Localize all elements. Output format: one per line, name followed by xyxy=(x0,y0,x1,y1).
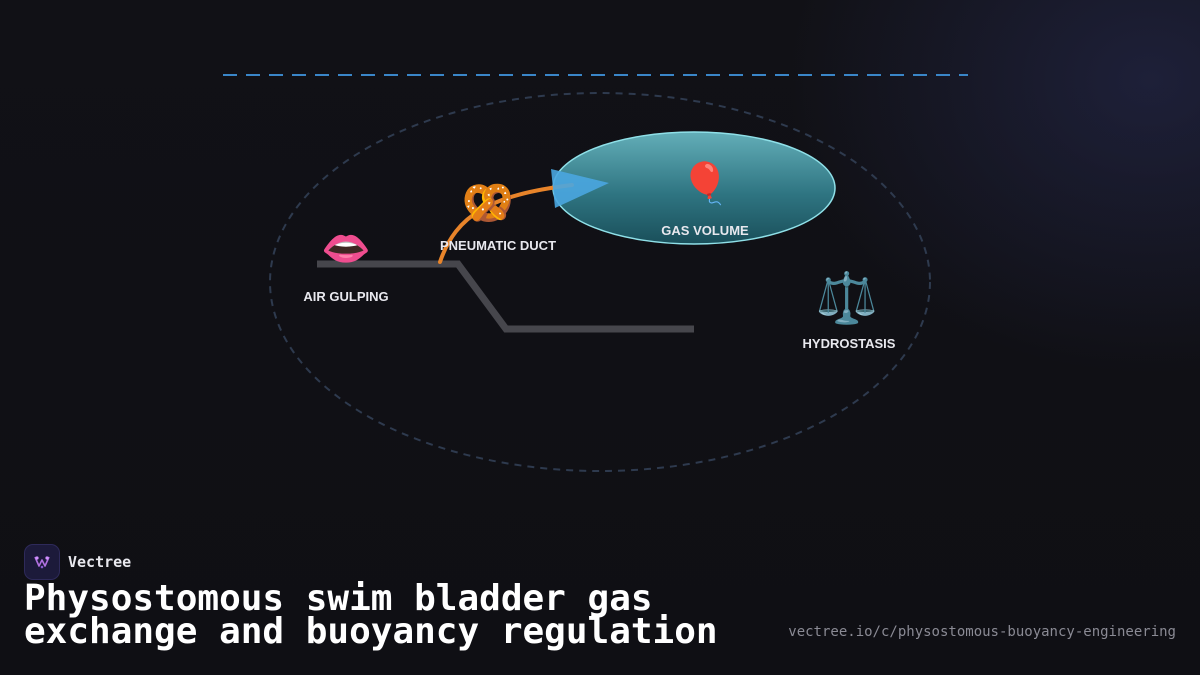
air-gulping-label: AIR GULPING xyxy=(303,289,388,304)
source-url[interactable]: vectree.io/c/physostomous-buoyancy-engin… xyxy=(788,624,1176,640)
hydrostasis-label: HYDROSTASIS xyxy=(803,336,896,351)
fish-body-outline xyxy=(269,92,931,472)
intake-path-line xyxy=(317,260,694,333)
flow-arrowhead xyxy=(551,169,609,208)
mouth-icon: 👄 xyxy=(321,226,371,272)
brand-name: Vectree xyxy=(68,553,132,571)
brand[interactable]: Vectree xyxy=(24,544,131,580)
node-air-gulping: 👄 AIR GULPING xyxy=(303,226,388,304)
node-gas-volume: 🎈 GAS VOLUME xyxy=(661,159,749,238)
pneumatic-duct-curve xyxy=(438,183,574,264)
balance-scale-icon: ⚖️ xyxy=(816,269,878,327)
node-hydrostasis: ⚖️ HYDROSTASIS xyxy=(803,269,896,351)
pneumatic-duct-label: PNEUMATIC DUCT xyxy=(440,238,556,253)
page-title: Physostomous swim bladder gas exchange a… xyxy=(24,578,718,652)
node-pneumatic-duct: 🥨 PNEUMATIC DUCT xyxy=(440,178,556,253)
pretzel-icon: 🥨 xyxy=(462,178,514,227)
gas-volume-label: GAS VOLUME xyxy=(661,223,749,238)
balloon-icon: 🎈 xyxy=(680,159,730,207)
vectree-logo-icon xyxy=(24,544,60,580)
